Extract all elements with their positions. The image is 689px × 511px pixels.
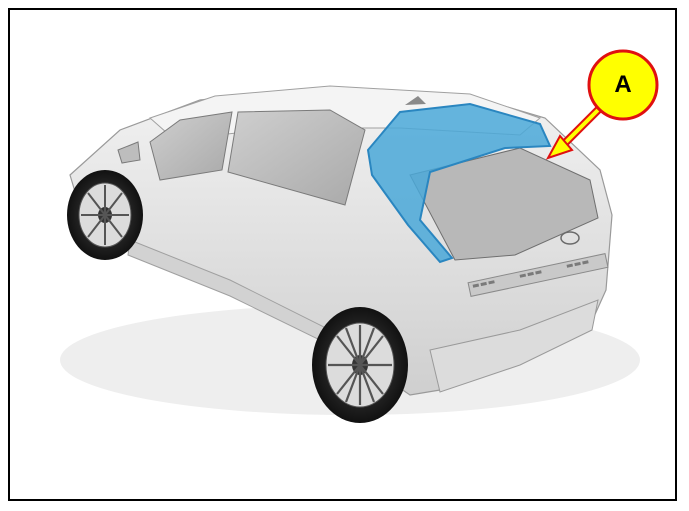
rear-wheel	[312, 307, 408, 423]
front-wheel	[67, 170, 143, 260]
callout-label-a: A	[588, 55, 658, 115]
